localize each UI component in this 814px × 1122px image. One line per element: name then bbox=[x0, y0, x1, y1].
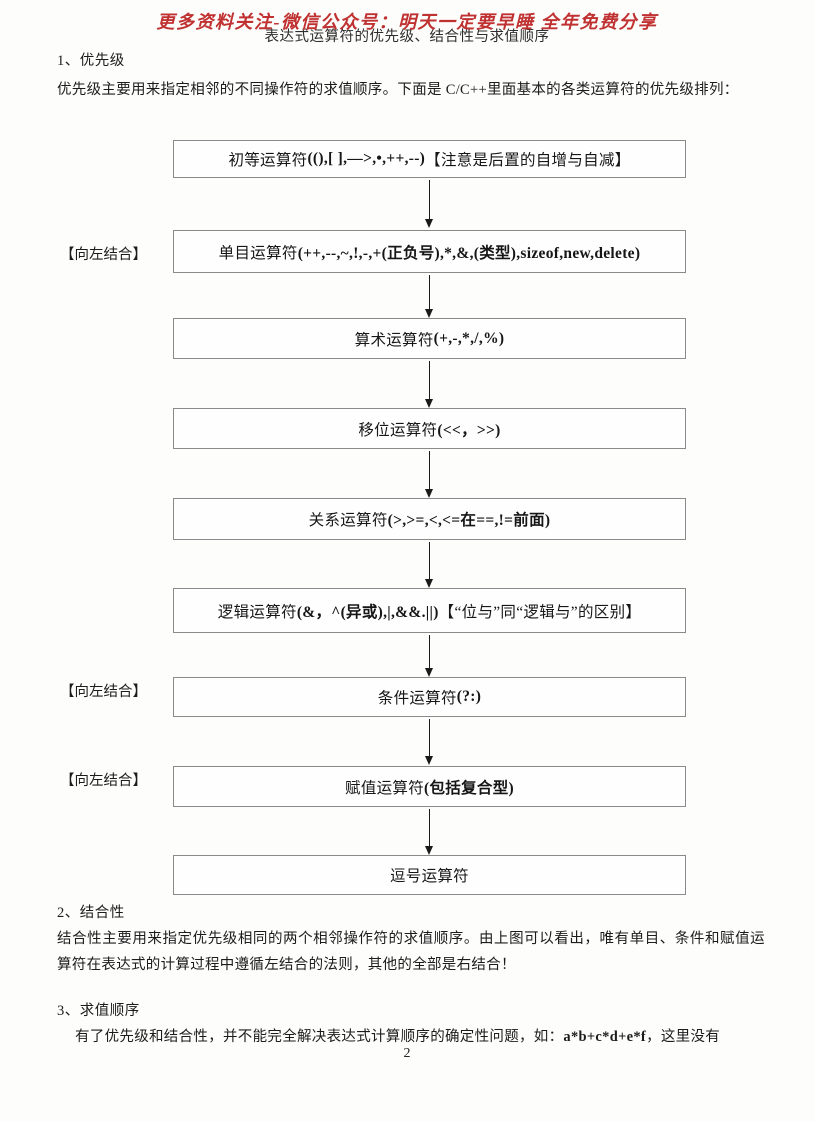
flow-arrow bbox=[424, 361, 433, 408]
assoc-label-conditional: 【向左结合】 bbox=[60, 684, 147, 700]
box-operator-detail: (+,-,*,/,%) bbox=[433, 329, 505, 347]
flow-arrow bbox=[424, 542, 433, 588]
box-operator-name: 逻辑运算符 bbox=[217, 603, 297, 621]
box-operator-name: 赋值运算符 bbox=[345, 779, 425, 797]
flow-box-primary-operators: 初等运算符((),[ ],—>,•,++,--)【注意是后置的自增与自减】 bbox=[173, 140, 686, 178]
section-3-text-suffix: ，这里没有 bbox=[646, 1029, 721, 1045]
box-operator-name: 移位运算符 bbox=[358, 421, 438, 439]
box-operator-detail: (&，^(异或),|,&&.||) bbox=[296, 603, 439, 621]
box-operator-detail: (++,--,~,!,-,+(正负号),*,&,(类型),sizeof,new,… bbox=[297, 244, 641, 262]
flow-box-unary-operators: 单目运算符(++,--,~,!,-,+(正负号),*,&,(类型),sizeof… bbox=[173, 230, 686, 273]
section-2-heading: 2、结合性 bbox=[57, 905, 125, 921]
page-number: 2 bbox=[403, 1046, 411, 1061]
section-1-heading: 1、优先级 bbox=[57, 53, 125, 69]
flow-arrow bbox=[424, 635, 433, 677]
flow-box-conditional-operator: 条件运算符(?:) bbox=[173, 677, 686, 717]
box-operator-detail: (包括复合型) bbox=[424, 779, 514, 797]
box-operator-note: 【“位与”同“逻辑与”的区别】 bbox=[438, 603, 642, 621]
section-1-paragraph: 优先级主要用来指定相邻的不同操作符的求值顺序。下面是 C/C++里面基本的各类运… bbox=[57, 82, 739, 98]
box-operator-name: 关系运算符 bbox=[308, 512, 388, 529]
flow-box-relational-operators: 关系运算符(>,>=,<,<=在==,!=前面) bbox=[173, 498, 686, 540]
box-operator-name: 条件运算符 bbox=[377, 690, 457, 707]
section-3-text-prefix: 有了优先级和结合性，并不能完全解决表达式计算顺序的确定性问题，如： bbox=[75, 1029, 564, 1045]
section-2-paragraph: 结合性主要用来指定优先级相同的两个相邻操作符的求值顺序。由上图可以看出，唯有单目… bbox=[57, 931, 765, 973]
section-3-expression: a*b+c*d+e*f bbox=[563, 1029, 647, 1045]
page-title: 表达式运算符的优先级、结合性与求值顺序 bbox=[264, 29, 550, 45]
section-3-heading: 3、求值顺序 bbox=[57, 1003, 140, 1019]
box-operator-name: 初等运算符 bbox=[228, 152, 308, 169]
watermark-text: 更多资料关注-微信公众号：明天一定要早睡 全年免费分享 bbox=[156, 12, 658, 32]
box-operator-detail: ((),[ ],—>,•,++,--) bbox=[307, 150, 426, 167]
box-operator-name: 单目运算符 bbox=[218, 244, 298, 262]
flow-arrow bbox=[424, 451, 433, 498]
assoc-label-unary: 【向左结合】 bbox=[60, 247, 147, 263]
box-operator-detail: (?:) bbox=[456, 688, 482, 705]
box-operator-name: 逗号运算符 bbox=[389, 868, 469, 885]
flow-arrow bbox=[424, 275, 433, 318]
box-operator-detail: (<<，>>) bbox=[437, 421, 501, 439]
box-operator-detail: (>,>=,<,<=在==,!=前面) bbox=[387, 512, 551, 529]
flow-arrow bbox=[424, 719, 433, 765]
flow-box-shift-operators: 移位运算符(<<，>>) bbox=[173, 408, 686, 449]
flow-box-logical-operators: 逻辑运算符(&，^(异或),|,&&.||)【“位与”同“逻辑与”的区别】 bbox=[173, 588, 686, 633]
flow-box-comma-operator: 逗号运算符 bbox=[173, 855, 686, 895]
assoc-label-assignment: 【向左结合】 bbox=[60, 773, 147, 789]
section-3-paragraph: 有了优先级和结合性，并不能完全解决表达式计算顺序的确定性问题，如：a*b+c*d… bbox=[75, 1024, 765, 1050]
box-operator-name: 算术运算符 bbox=[354, 331, 434, 349]
flow-box-arithmetic-operators: 算术运算符(+,-,*,/,%) bbox=[173, 318, 686, 359]
box-operator-note: 【注意是后置的自增与自减】 bbox=[425, 152, 631, 169]
flow-arrow bbox=[424, 180, 433, 228]
flow-box-assignment-operators: 赋值运算符(包括复合型) bbox=[173, 766, 686, 807]
flow-arrow bbox=[424, 809, 433, 855]
